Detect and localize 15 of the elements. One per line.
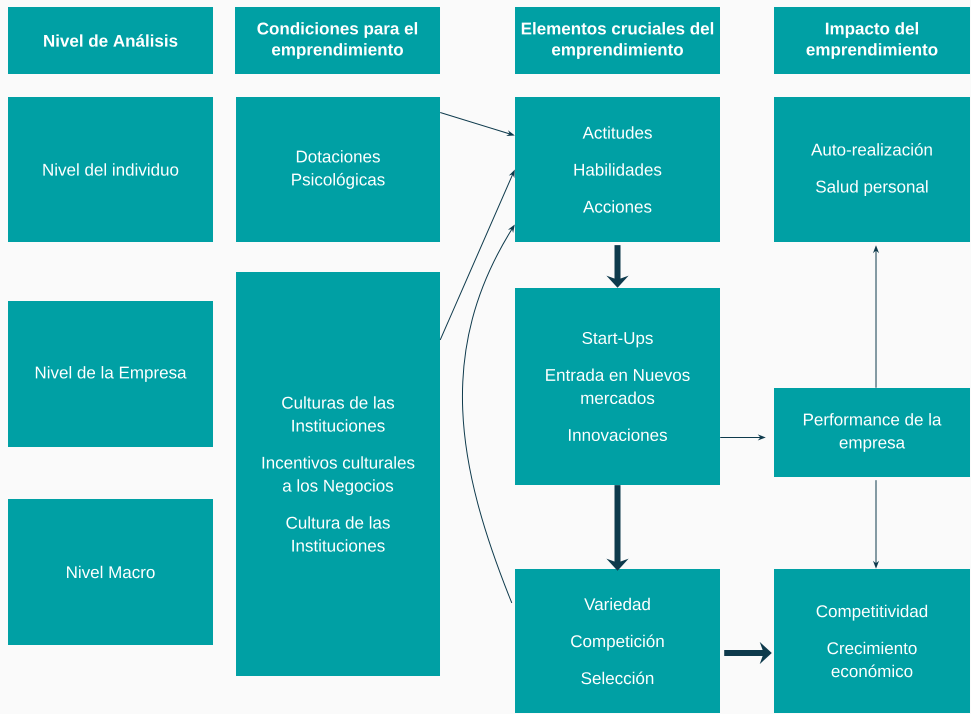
box: Culturas de las Instituciones Incentivos culturales a los Negocios Cultura de las Instituciones xyxy=(236,272,440,676)
box: Nivel de la Empresa xyxy=(8,300,213,447)
header-box: Impacto del emprendimiento xyxy=(774,6,970,74)
box: Nivel Macro xyxy=(8,498,213,645)
box: Competitividad Crecimiento económico xyxy=(774,568,970,713)
box: Variedad Competición Selección xyxy=(515,568,720,713)
box: Auto-realización Salud personal xyxy=(774,96,970,242)
box: Actitudes Habilidades Acciones xyxy=(515,96,720,242)
box: Performance de la empresa xyxy=(774,388,970,477)
header-box: Nivel de Análisis xyxy=(8,6,213,74)
box: Start-Ups Entrada en Nuevos mercados Innovaciones xyxy=(515,288,720,485)
box: Nivel del individuo xyxy=(8,96,213,242)
header-box: Condiciones para el emprendimiento xyxy=(235,6,440,74)
header-box: Elementos cruciales del emprendimiento xyxy=(515,6,720,74)
box: Dotaciones Psicológicas xyxy=(236,96,440,242)
